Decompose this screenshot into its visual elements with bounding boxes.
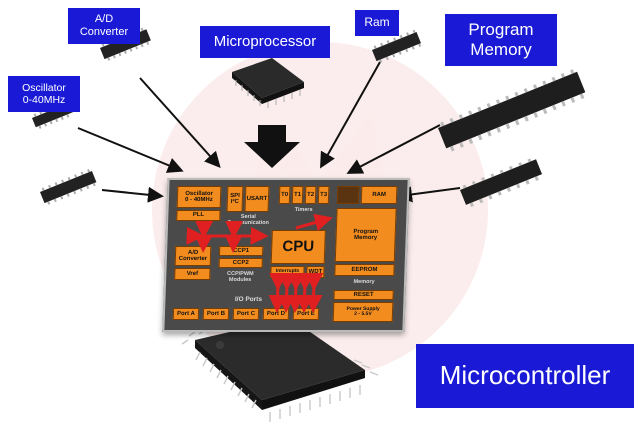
bus-arrow-port-5 xyxy=(304,273,324,313)
microcontroller-die: Oscillator 0 - 40MHz PLL SPI I²C USART S… xyxy=(162,178,410,332)
bus-arrow-port-4 xyxy=(295,273,315,313)
arrow-oscillator xyxy=(77,127,184,173)
dip-chip-program-memory-icon xyxy=(438,69,586,152)
dip-chip-right-icon xyxy=(460,158,543,208)
label-ram: Ram xyxy=(355,10,399,36)
arrow-program-memory xyxy=(346,124,441,174)
bus-arrow-port-3 xyxy=(286,273,306,313)
label-program-memory: Program Memory xyxy=(445,14,557,66)
dip-chip-left-icon xyxy=(40,168,97,205)
label-oscillator: Oscillator 0-40MHz xyxy=(8,76,80,112)
microcontroller-chip-icon xyxy=(181,318,379,422)
label-microcontroller: Microcontroller xyxy=(416,344,634,408)
bus-arrow-port-1 xyxy=(268,273,288,313)
bus-arrows xyxy=(186,213,333,313)
arrow-ad xyxy=(139,77,221,168)
bus-arrow-cpu-timers xyxy=(295,213,333,232)
dip-chip-ram-icon xyxy=(372,29,422,63)
arrow-left-chip xyxy=(101,186,164,203)
arrow-right-chip xyxy=(396,186,461,203)
arrow-ram xyxy=(320,61,381,169)
microprocessor-chip-icon xyxy=(232,58,304,108)
arrow-microprocessor-down xyxy=(244,125,300,168)
label-microprocessor: Microprocessor xyxy=(200,26,330,58)
label-ad-converter: A/D Converter xyxy=(68,8,140,44)
bus-arrow-port-2 xyxy=(277,273,297,313)
